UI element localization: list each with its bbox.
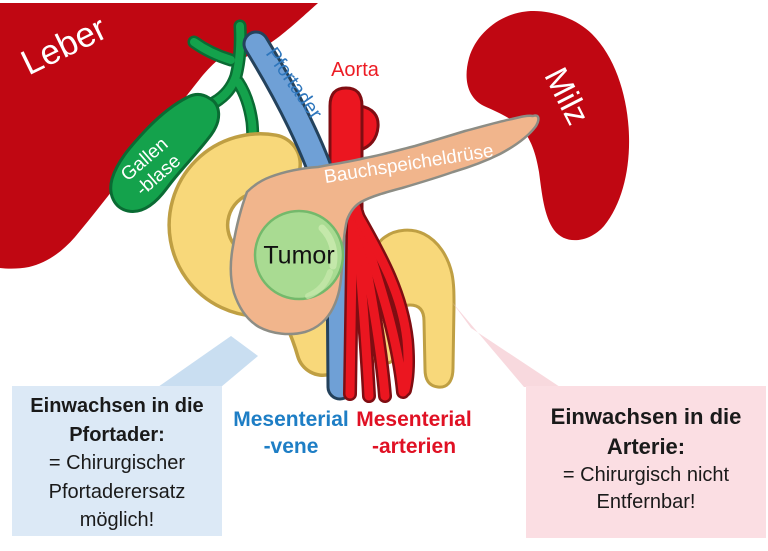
portal-vein-callout-heading-line1: Einwachsen in die bbox=[30, 395, 204, 417]
portal-vein-callout-heading-line2: Pfortader: bbox=[69, 423, 165, 446]
portal-vein-callout-box: Einwachsen in die Pfortader: = Chirurgis… bbox=[12, 386, 222, 536]
mesenteric-arteries bbox=[345, 193, 413, 401]
artery-callout-heading-line2: Arterie: bbox=[606, 434, 686, 459]
celiac-branch bbox=[358, 104, 380, 153]
tumor-circle bbox=[253, 209, 345, 301]
portal-vein-callout-body-line1: = Chirurgischer bbox=[48, 452, 186, 474]
mesenteric-arteries-label-line2: -arterien bbox=[371, 435, 457, 458]
mesenteric-vein-label-line2: -vene bbox=[263, 435, 319, 458]
mesenteric-arteries-label-line1: Mesenterial bbox=[356, 408, 472, 431]
artery-callout-body-line2: Entfernbar! bbox=[596, 491, 696, 513]
callout-beam-blue bbox=[158, 336, 258, 387]
portal-vein-callout-body-line3: möglich! bbox=[79, 509, 155, 531]
artery-callout-box: Einwachsen in die Arterie: = Chirurgisch… bbox=[526, 386, 766, 538]
mesenteric-vein-label: Mesenterial -vene bbox=[233, 406, 349, 460]
artery-callout-heading-line1: Einwachsen in die bbox=[550, 404, 742, 429]
spleen-shape bbox=[466, 10, 630, 241]
mesenteric-arteries-label: Mesenterial -arterien bbox=[356, 406, 472, 460]
tumor-highlight bbox=[318, 224, 338, 270]
gallbladder-shape bbox=[109, 93, 221, 213]
artery-callout-body-line1: = Chirurgisch nicht bbox=[562, 464, 730, 486]
callout-beam-pink bbox=[452, 302, 560, 387]
tumor-highlight-2 bbox=[305, 269, 333, 299]
mesenteric-vein-label-line1: Mesenterial bbox=[233, 408, 349, 431]
liver-shape bbox=[0, 3, 318, 269]
portal-vein-callout-body-line2: Pfortaderersatz bbox=[48, 480, 186, 503]
